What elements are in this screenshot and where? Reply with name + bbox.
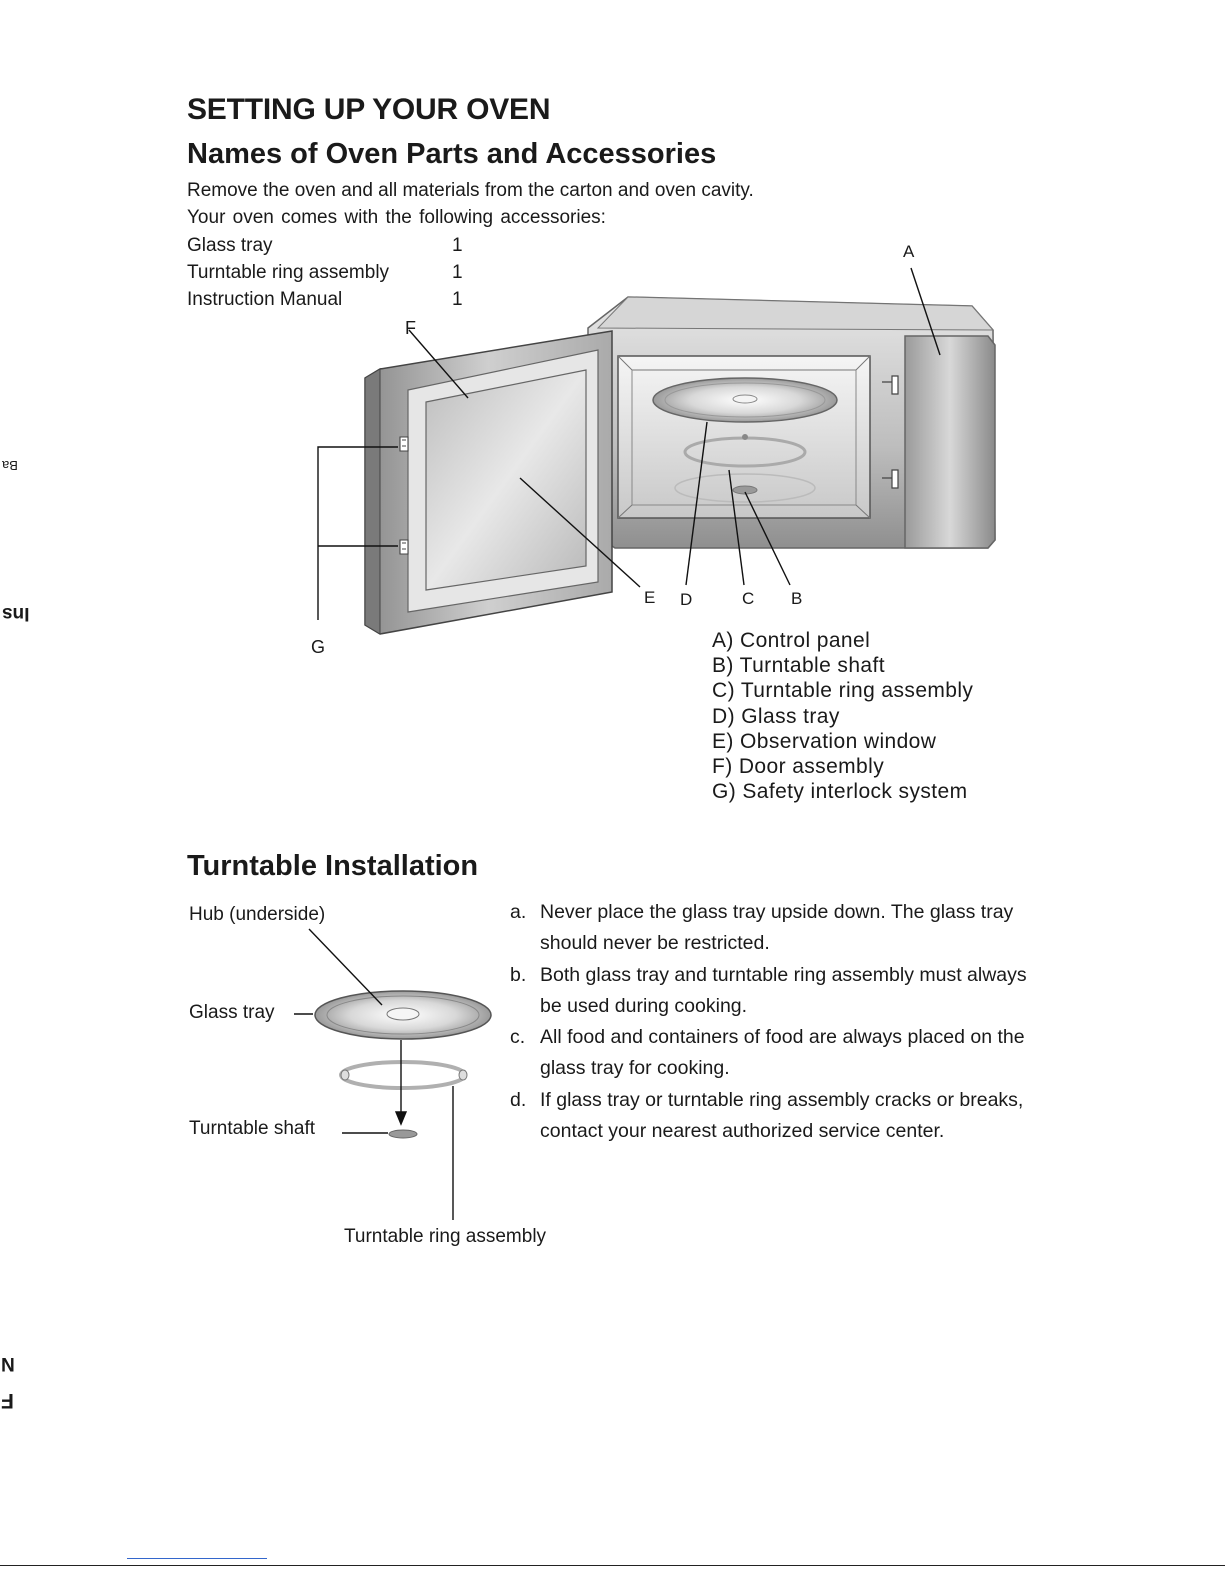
accessory-name-glass-tray: Glass tray xyxy=(187,235,273,256)
cavity-turntable xyxy=(652,377,838,503)
accessory-qty-ring: 1 xyxy=(452,262,463,283)
label-glass-tray: Glass tray xyxy=(189,1002,275,1023)
step-item: d. If glass tray or turntable ring assem… xyxy=(510,1085,1050,1148)
legend-item: E) Observation window xyxy=(712,729,937,753)
step-text: If glass tray or turntable ring assembly… xyxy=(540,1088,1024,1143)
bottom-link-underline xyxy=(127,1558,267,1559)
section-title-parts: Names of Oven Parts and Accessories xyxy=(187,138,717,170)
legend-item: B) Turntable shaft xyxy=(712,654,885,678)
turntable-diagram xyxy=(314,990,492,1139)
accessory-name-ring: Turntable ring assembly xyxy=(187,262,390,283)
installation-steps: a. Never place the glass tray upside dow… xyxy=(510,897,1050,1147)
label-letter-g: G xyxy=(311,637,326,657)
accessory-name-manual: Instruction Manual xyxy=(187,289,343,310)
label-turntable-shaft: Turntable shaft xyxy=(189,1118,316,1139)
section-title-turntable: Turntable Installation xyxy=(187,850,479,882)
accessory-qty-manual: 1 xyxy=(452,289,463,310)
margin-mark-f: F xyxy=(1,1389,14,1412)
step-marker: d. xyxy=(510,1088,527,1111)
bottom-rule xyxy=(0,1565,1225,1566)
page-title: SETTING UP YOUR OVEN xyxy=(187,93,551,126)
label-hub: Hub (underside) xyxy=(189,904,326,925)
margin-mark-ins: Ins xyxy=(2,603,30,624)
callout-lines xyxy=(317,267,941,620)
turntable-callouts xyxy=(294,928,454,1220)
label-letter-f: F xyxy=(405,318,416,338)
accessory-qty-glass-tray: 1 xyxy=(452,235,463,256)
parts-legend: A) Control panel B) Turntable shaft C) T… xyxy=(712,628,973,804)
step-text: Both glass tray and turntable ring assem… xyxy=(540,963,1027,1017)
step-item: b. Both glass tray and turntable ring as… xyxy=(510,960,1050,1023)
intro-line-2: Your oven comes with the following acces… xyxy=(187,207,606,228)
label-letter-d: D xyxy=(680,590,693,609)
label-letter-e: E xyxy=(644,588,656,607)
intro-line-1: Remove the oven and all materials from t… xyxy=(187,180,754,201)
label-turntable-ring: Turntable ring assembly xyxy=(344,1226,547,1247)
step-text: Never place the glass tray upside down. … xyxy=(540,901,1014,955)
step-text: All food and containers of food are alwa… xyxy=(540,1026,1025,1080)
label-letter-a: A xyxy=(903,242,915,261)
step-marker: a. xyxy=(510,901,527,923)
oven-door xyxy=(364,330,613,635)
legend-item: C) Turntable ring assembly xyxy=(712,679,974,703)
step-marker: c. xyxy=(510,1026,526,1049)
step-marker: b. xyxy=(510,963,527,986)
legend-item: A) Control panel xyxy=(712,629,871,652)
step-item: a. Never place the glass tray upside dow… xyxy=(510,897,1050,960)
label-letter-b: B xyxy=(791,589,803,608)
legend-item: F) Door assembly xyxy=(712,755,885,779)
label-letter-c: C xyxy=(742,589,755,608)
legend-item: G) Safety interlock system xyxy=(712,780,968,804)
legend-item: D) Glass tray xyxy=(712,704,840,728)
margin-mark-ba: Ba xyxy=(2,458,18,473)
margin-mark-n: N xyxy=(1,1353,15,1374)
step-item: c. All food and containers of food are a… xyxy=(510,1022,1050,1085)
